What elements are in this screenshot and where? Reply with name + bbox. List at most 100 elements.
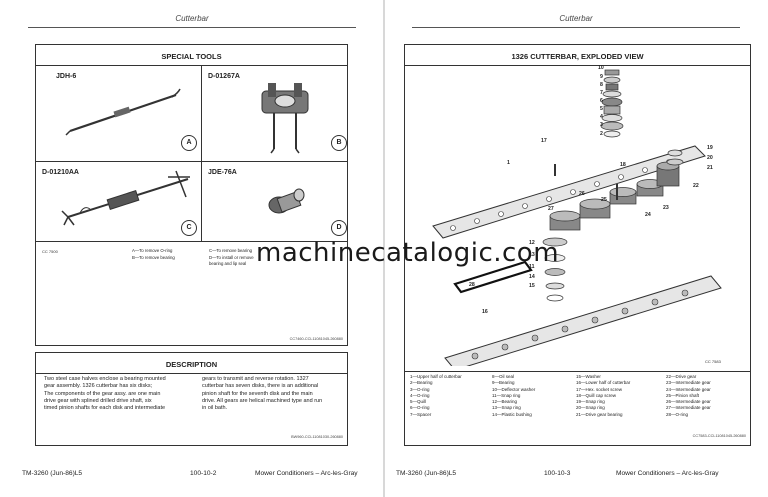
exploded-cc-label: CC 7583 xyxy=(705,359,721,364)
tool-id-c: D-01210AA xyxy=(42,169,79,176)
right-page-header: Cutterbar xyxy=(559,14,593,23)
part-legend-col1: 1—Upper half of cutterbar 2—Bearing 3—O-… xyxy=(410,374,462,418)
part-legend-col2: 8—Oil seal 9—Bearing 10—Deflector washer… xyxy=(492,374,535,418)
tool-id-d: JDE-76A xyxy=(208,169,237,176)
callout-16: 16 xyxy=(482,309,488,315)
tool-jdh6-illustration xyxy=(65,88,181,136)
callout-22: 22 xyxy=(693,183,699,189)
callout-10: 10 xyxy=(598,65,604,71)
callout-23: 23 xyxy=(663,205,669,211)
part-legend-item: 17—Hex. socket screw xyxy=(576,386,623,392)
grid-top-line xyxy=(36,65,347,66)
legend-line: D—To install or remove xyxy=(209,254,254,260)
callout-5: 5 xyxy=(600,106,603,112)
left-page-header: Cutterbar xyxy=(175,14,209,23)
exploded-title-rule xyxy=(405,65,750,66)
part-legend-item: 12—Bearing xyxy=(492,399,518,405)
part-legend-item: 13—Snap ring xyxy=(492,405,521,411)
part-legend-item: 7—Spacer xyxy=(410,411,432,417)
callout-9: 9 xyxy=(600,74,603,80)
description-line: pinion shaft for the seventh disk and th… xyxy=(202,390,313,397)
description-line: in oil bath. xyxy=(202,405,228,412)
description-line: Two steel case halves enclose a bearing … xyxy=(44,376,166,382)
part-legend-item: 2—Bearing xyxy=(410,380,433,386)
grid-bottom-line xyxy=(36,241,347,242)
left-footer-manual: TM-3260 (Jun-86)L5 xyxy=(22,470,83,477)
right-page: Cutterbar 1326 CUTTERBAR, EXPLODED VIEW xyxy=(384,0,768,497)
special-tools-ref: CC7460-CCL11081045-260880 xyxy=(289,337,343,341)
part-legend-item: 27—Intermediate gear xyxy=(666,405,711,411)
part-legend-item: 5—Quill xyxy=(410,399,427,405)
part-legend-item: 6—O-ring xyxy=(410,405,430,411)
description-line: gears to transmit and reverse rotation. … xyxy=(202,376,309,382)
grid-vertical-line xyxy=(201,65,202,241)
callout-6: 6 xyxy=(600,98,603,104)
tool-letter-b: B xyxy=(331,135,347,151)
callout-12: 12 xyxy=(529,240,535,246)
part-legend-item: 26—Intermediate gear xyxy=(666,399,711,405)
part-legend-item: 22—Drive gear xyxy=(666,374,697,379)
part-legend-item: 18—Quill cap screw xyxy=(576,392,617,398)
tool-id-a: JDH-6 xyxy=(56,73,77,80)
callout-25: 25 xyxy=(601,197,607,203)
part-legend-item: 25—Pinion shaft xyxy=(666,392,700,398)
part-legend-item: 24—Intermediate gear xyxy=(666,386,711,392)
right-footer-title: Mower Conditioners – Arc-les-Gray xyxy=(616,470,719,477)
description-line: drive. All gears are helical machined ty… xyxy=(202,397,323,404)
left-footer-title: Mower Conditioners – Arc-les-Gray xyxy=(255,470,358,477)
part-legend-item: 15—Washer xyxy=(576,374,601,379)
callout-8: 8 xyxy=(600,82,603,88)
legend-line: A—To remove O-ring xyxy=(132,248,173,253)
special-tools-legend-right: C—To remove bearing D—To install or remo… xyxy=(209,248,254,268)
description-line: cutterbar has seven disks, there is an a… xyxy=(202,383,319,390)
callout-20: 20 xyxy=(707,155,713,161)
page-divider xyxy=(383,0,385,497)
tool-bearing-puller-illustration xyxy=(261,83,309,154)
grid-middle-line xyxy=(36,161,347,162)
tool-slide-hammer-illustration xyxy=(61,170,190,226)
special-tools-cc-label: CC 7500 xyxy=(42,249,58,254)
part-legend-item: 20—Snap ring xyxy=(576,405,605,411)
description-title: DESCRIPTION xyxy=(165,360,218,369)
callout-19: 19 xyxy=(707,145,713,151)
part-legend-item: 28—O-ring xyxy=(666,411,689,417)
special-tools-title: SPECIAL TOOLS xyxy=(161,52,222,61)
description-line: drive gear with splined drilled drive sh… xyxy=(44,397,152,404)
part-legend-item: 21—Drive gear bearing xyxy=(576,411,623,417)
legend-line: C—To remove bearing xyxy=(209,248,252,253)
right-footer-page: 100-10-3 xyxy=(544,470,571,477)
right-header-rule xyxy=(412,27,740,28)
left-footer-page: 100-10-2 xyxy=(190,470,217,477)
exploded-ref: CC7583-CCL11081045-260880 xyxy=(692,434,746,438)
description-col1: Two steel case halves enclose a bearing … xyxy=(44,376,166,412)
exploded-view-title: 1326 CUTTERBAR, EXPLODED VIEW xyxy=(511,52,644,61)
part-legend-item: 9—Bearing xyxy=(492,380,515,386)
callout-3: 3 xyxy=(600,122,603,128)
tool-letter-d: D xyxy=(331,220,347,236)
part-legend-item: 10—Deflector washer xyxy=(492,386,536,392)
tool-id-b: D-01267A xyxy=(208,73,240,80)
description-rule xyxy=(36,373,347,374)
part-legend-item: 11—Snap ring xyxy=(492,392,521,398)
callout-11: 11 xyxy=(529,264,535,270)
left-page: Cutterbar SPECIAL TOOLS JDH-6 A D-01267A xyxy=(22,14,358,477)
special-tools-box: SPECIAL TOOLS JDH-6 A D-01267A B xyxy=(35,44,348,346)
part-legend-item: 14—Plastic bushing xyxy=(492,411,532,417)
part-legend-item: 8—Oil seal xyxy=(492,374,515,379)
description-col2: gears to transmit and reverse rotation. … xyxy=(202,376,322,412)
callout-1: 1 xyxy=(507,160,510,166)
exploded-view-box: 1326 CUTTERBAR, EXPLODED VIEW xyxy=(404,44,751,446)
callout-21: 21 xyxy=(707,165,713,171)
tool-letter-a: A xyxy=(181,135,197,151)
callout-15: 15 xyxy=(529,283,535,289)
left-header-rule xyxy=(28,27,356,28)
legend-rule xyxy=(405,371,750,372)
callout-2: 2 xyxy=(600,131,603,137)
callout-14: 14 xyxy=(529,274,535,280)
tool-letter-c: C xyxy=(181,220,197,236)
right-footer-manual: TM-3260 (Jun-86)L5 xyxy=(396,470,457,477)
part-legend-item: 19—Snap ring xyxy=(576,399,605,405)
callout-7: 7 xyxy=(600,90,603,96)
description-box: DESCRIPTION Two steel case halves enclos… xyxy=(35,352,348,446)
tool-driver-illustration xyxy=(268,188,305,214)
